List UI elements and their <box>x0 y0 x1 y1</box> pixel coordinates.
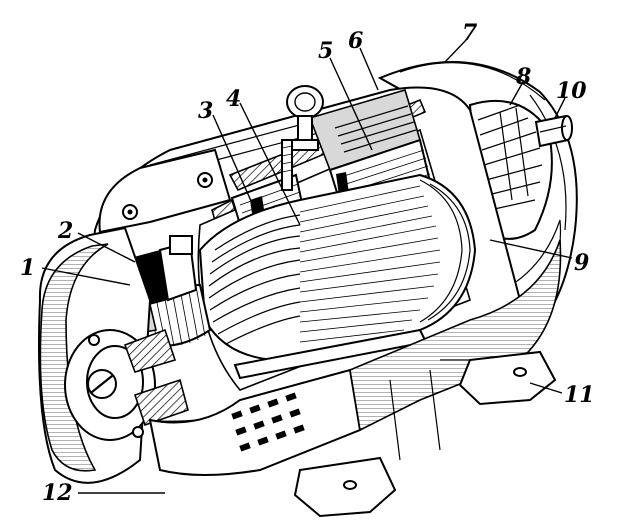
callout-5: 5 <box>318 38 333 64</box>
callout-7: 7 <box>462 20 478 46</box>
armature <box>198 173 477 380</box>
lower-housing <box>148 239 562 476</box>
callout-11: 11 <box>564 382 595 408</box>
callout-9: 9 <box>574 250 589 276</box>
callout-1: 1 <box>20 255 35 281</box>
front-end-shield <box>38 226 189 484</box>
callout-8: 8 <box>515 64 531 90</box>
callout-2: 2 <box>57 218 73 244</box>
callout-10: 10 <box>556 78 587 104</box>
callout-labels: 1 2 3 4 5 6 7 8 9 10 11 12 <box>20 20 595 506</box>
callout-4: 4 <box>226 86 241 112</box>
leader-lines <box>41 37 573 494</box>
callout-3: 3 <box>198 98 213 124</box>
shaft-end <box>534 114 573 148</box>
callout-6: 6 <box>348 28 363 54</box>
callout-12: 12 <box>42 480 73 506</box>
mounting-feet <box>293 350 557 518</box>
